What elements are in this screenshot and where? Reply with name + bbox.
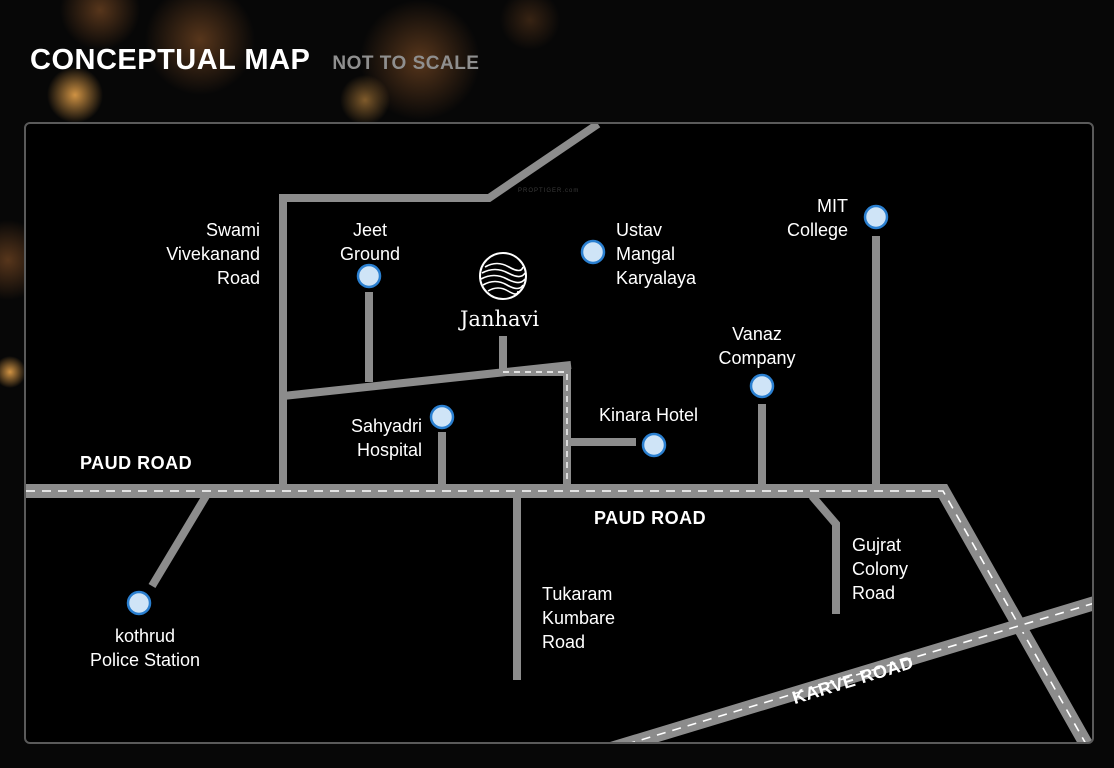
jeet-ground-label: Jeet Ground [339, 220, 401, 264]
paud-road-label-upper: PAUD ROAD [80, 453, 193, 473]
gujrat-colony-road-label: Gujrat Colony Road [852, 535, 909, 603]
scale-note: NOT TO SCALE [332, 53, 480, 74]
map-header: CONCEPTUAL MAP NOT TO SCALE [30, 44, 479, 77]
kothrud-marker[interactable] [126, 590, 152, 616]
mit-college-label: MIT College [786, 196, 848, 240]
road-network [26, 124, 1092, 742]
swami-vivekanand-road-label: Swami Vivekanand Road [166, 220, 260, 288]
gujrat-colony-road [808, 493, 840, 614]
project-name[interactable]: Janhavi [460, 307, 540, 331]
map-panel: PROPTIGER.com Janhavi Swami Vivekanand R… [24, 122, 1094, 744]
map-title: CONCEPTUAL MAP [30, 44, 311, 76]
kinara-hotel-marker[interactable] [641, 432, 667, 458]
vanaz-company-label: Vanaz Company [718, 324, 796, 368]
swami-vivekanand-road [279, 124, 601, 486]
janhavi-access-road [499, 336, 571, 486]
sahyadri-hospital-label: Sahyadri Hospital [350, 416, 422, 460]
jeet-ground-marker[interactable] [356, 263, 382, 289]
kothrud-stub [148, 493, 210, 589]
sahyadri-marker[interactable] [429, 404, 455, 430]
mit-college-marker[interactable] [863, 204, 889, 230]
paud-road-label-lower: PAUD ROAD [594, 508, 707, 528]
tukaram-kumbare-road-label: Tukaram Kumbare Road [542, 584, 616, 652]
vanaz-marker[interactable] [749, 373, 775, 399]
kothrud-police-station-label: kothrud Police Station [89, 626, 201, 670]
ustav-marker[interactable] [580, 239, 606, 265]
janhavi-logo-icon[interactable] [479, 252, 527, 300]
watermark: PROPTIGER.com [518, 188, 580, 194]
kinara-hotel-label: Kinara Hotel [599, 405, 699, 425]
ustav-mangal-karyalaya-label: Ustav Mangal Karyalaya [616, 220, 697, 288]
